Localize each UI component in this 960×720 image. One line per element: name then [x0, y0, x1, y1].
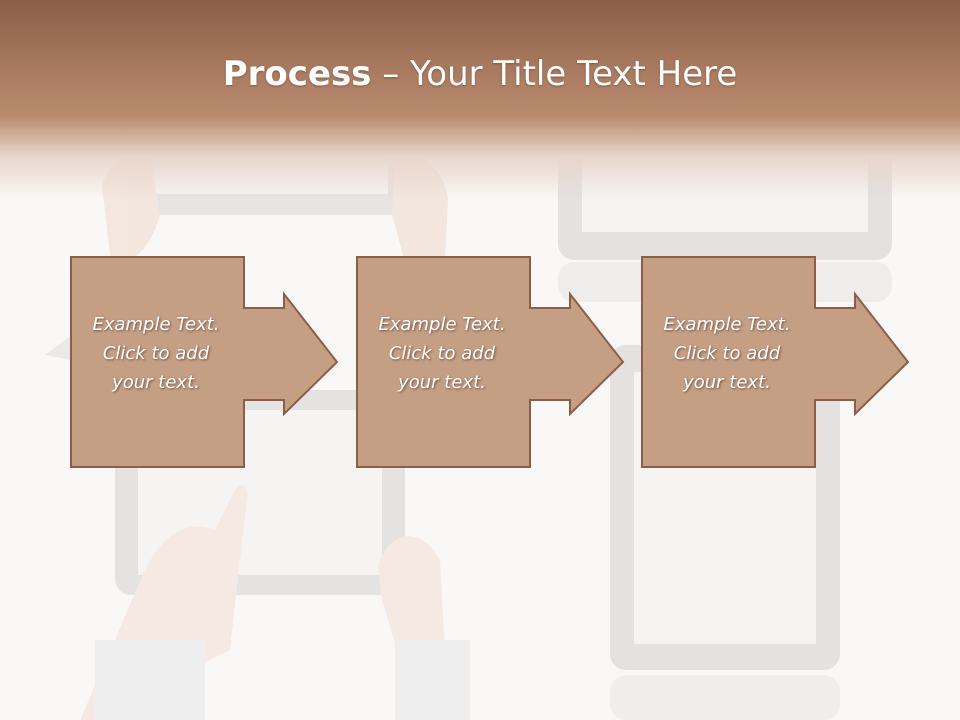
step-text-line: Click to add [388, 343, 496, 364]
title-rest-part: – Your Title Text Here [371, 54, 738, 94]
step-text[interactable]: Example Text. Click to add your text. [70, 310, 242, 397]
title-band [0, 0, 960, 200]
step-text[interactable]: Example Text. Click to add your text. [356, 310, 528, 397]
step-text-line: Example Text. [663, 314, 791, 335]
step-arrow-shape [356, 256, 625, 468]
step-text-line: your text. [683, 372, 771, 393]
slide-title[interactable]: Process – Your Title Text Here [0, 52, 960, 96]
step-arrow-shape [70, 256, 339, 468]
step-text-line: Example Text. [378, 314, 506, 335]
title-bold-part: Process [222, 54, 372, 94]
step-text-line: Click to add [102, 343, 210, 364]
step-text[interactable]: Example Text. Click to add your text. [641, 310, 813, 397]
step-text-line: Click to add [673, 343, 781, 364]
step-text-line: your text. [112, 372, 200, 393]
process-step-3[interactable]: Example Text. Click to add your text. [641, 256, 911, 468]
step-arrow-shape [641, 256, 910, 468]
step-text-line: your text. [398, 372, 486, 393]
step-text-line: Example Text. [92, 314, 220, 335]
process-step-2[interactable]: Example Text. Click to add your text. [356, 256, 626, 468]
process-step-1[interactable]: Example Text. Click to add your text. [70, 256, 340, 468]
